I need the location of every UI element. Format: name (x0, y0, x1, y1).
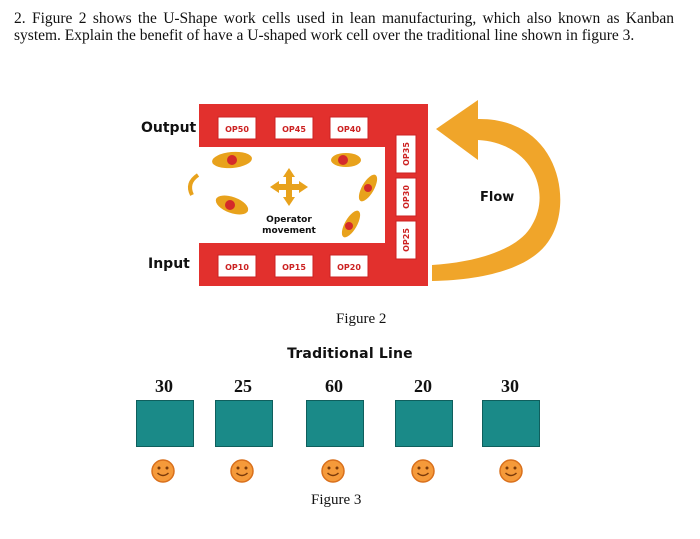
small-curve-icon (188, 173, 200, 196)
question-number: 2. (14, 10, 26, 27)
operator-icon (341, 210, 361, 238)
operator-label-line2: movement (262, 226, 316, 236)
smiley-face-icon (411, 459, 435, 483)
op-box-top-2: OP45 (274, 116, 314, 140)
move-cross-icon (270, 168, 308, 206)
smiley-face-icon (151, 459, 175, 483)
station-box (395, 400, 453, 447)
op-label: OP10 (225, 263, 249, 272)
smiley-face-icon (230, 459, 254, 483)
flow-arrow-icon (432, 100, 561, 281)
op-box-side-1: OP35 (395, 134, 417, 174)
smiley-face-icon (321, 459, 345, 483)
op-box-side-2: OP30 (395, 177, 417, 217)
op-label: OP20 (337, 263, 361, 272)
operator-icon (358, 174, 378, 202)
station-value: 60 (325, 376, 343, 396)
op-box-side-3: OP25 (395, 220, 417, 260)
operator-icon (212, 151, 252, 169)
op-label: OP15 (282, 263, 306, 272)
station-value: 20 (414, 376, 432, 396)
input-label: Input (148, 256, 190, 272)
traditional-line-title: Traditional Line (287, 346, 413, 362)
op-label: OP25 (402, 228, 411, 252)
operator-icon (215, 195, 249, 215)
op-label: OP50 (225, 125, 249, 134)
figure2-caption: Figure 2 (336, 311, 387, 327)
station-box (482, 400, 540, 447)
op-box-top-3: OP40 (329, 116, 369, 140)
op-box-bottom-2: OP15 (274, 254, 314, 278)
figure3-caption: Figure 3 (311, 492, 362, 508)
station-value: 25 (234, 376, 252, 396)
op-label: OP45 (282, 125, 306, 134)
flow-label: Flow (480, 190, 514, 205)
smiley-face-icon (499, 459, 523, 483)
op-label: OP40 (337, 125, 361, 134)
op-box-bottom-3: OP20 (329, 254, 369, 278)
station-value: 30 (155, 376, 173, 396)
op-box-top-1: OP50 (217, 116, 257, 140)
station-value: 30 (501, 376, 519, 396)
op-box-bottom-1: OP10 (217, 254, 257, 278)
station-box (136, 400, 194, 447)
station-box (306, 400, 364, 447)
operator-icon (331, 153, 361, 167)
question-body: Figure 2 shows the U-Shape work cells us… (14, 10, 675, 44)
output-label: Output (141, 120, 197, 136)
op-label: OP30 (402, 185, 411, 209)
question-text: 2. Figure 2 shows the U-Shape work cells… (14, 10, 674, 44)
op-label: OP35 (402, 142, 411, 166)
operator-label-line1: Operator (266, 215, 312, 225)
station-box (215, 400, 273, 447)
